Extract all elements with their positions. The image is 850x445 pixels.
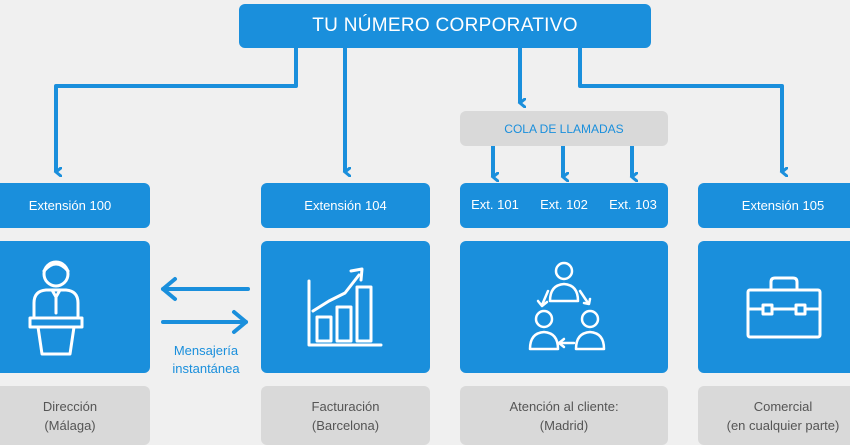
comercial-label-box: Comercial (en cualquier parte) [698,386,850,445]
corporate-number-title: TU NÚMERO CORPORATIVO [239,4,651,48]
extension-104-label: Extensión 104 [304,198,387,213]
team-cycle-icon [528,261,606,351]
facturacion-icon-box [261,241,430,373]
growth-bar-chart-icon [307,267,383,347]
direccion-icon-box [0,241,150,373]
instant-messaging-text: Mensajería instantánea [172,343,240,376]
briefcase-icon [746,276,822,339]
extension-103-label: Ext. 103 [609,197,657,212]
call-queue-box: COLA DE LLAMADAS [460,111,668,146]
extension-100-label: Extensión 100 [28,198,112,213]
connector-to-ext-100 [56,48,298,172]
direccion-label: Dirección (Málaga) [42,398,98,433]
connector-to-ext-105 [578,48,782,172]
extension-100-box: Extensión 100 [0,183,150,228]
extensions-101-103-box: Ext. 101 Ext. 102 Ext. 103 [460,183,668,228]
direccion-label-box: Dirección (Málaga) [0,386,150,445]
comercial-label: Comercial (en cualquier parte) [726,398,840,433]
atencion-label-box: Atención al cliente: (Madrid) [460,386,668,445]
extension-101-label: Ext. 101 [471,197,519,212]
atencion-icon-box [460,241,668,373]
extension-102-label: Ext. 102 [540,197,588,212]
comercial-icon-box [698,241,850,373]
extension-105-box: Extensión 105 [698,183,850,228]
extension-105-label: Extensión 105 [741,198,825,213]
speaker-at-podium-icon [28,260,84,356]
atencion-label: Atención al cliente: (Madrid) [509,398,619,433]
extension-104-box: Extensión 104 [261,183,430,228]
instant-messaging-label: Mensajería instantánea [150,340,262,380]
corporate-number-title-text: TU NÚMERO CORPORATIVO [312,15,578,36]
call-queue-label: COLA DE LLAMADAS [504,121,624,136]
facturacion-label-box: Facturación (Barcelona) [261,386,430,445]
facturacion-label: Facturación (Barcelona) [311,398,380,433]
